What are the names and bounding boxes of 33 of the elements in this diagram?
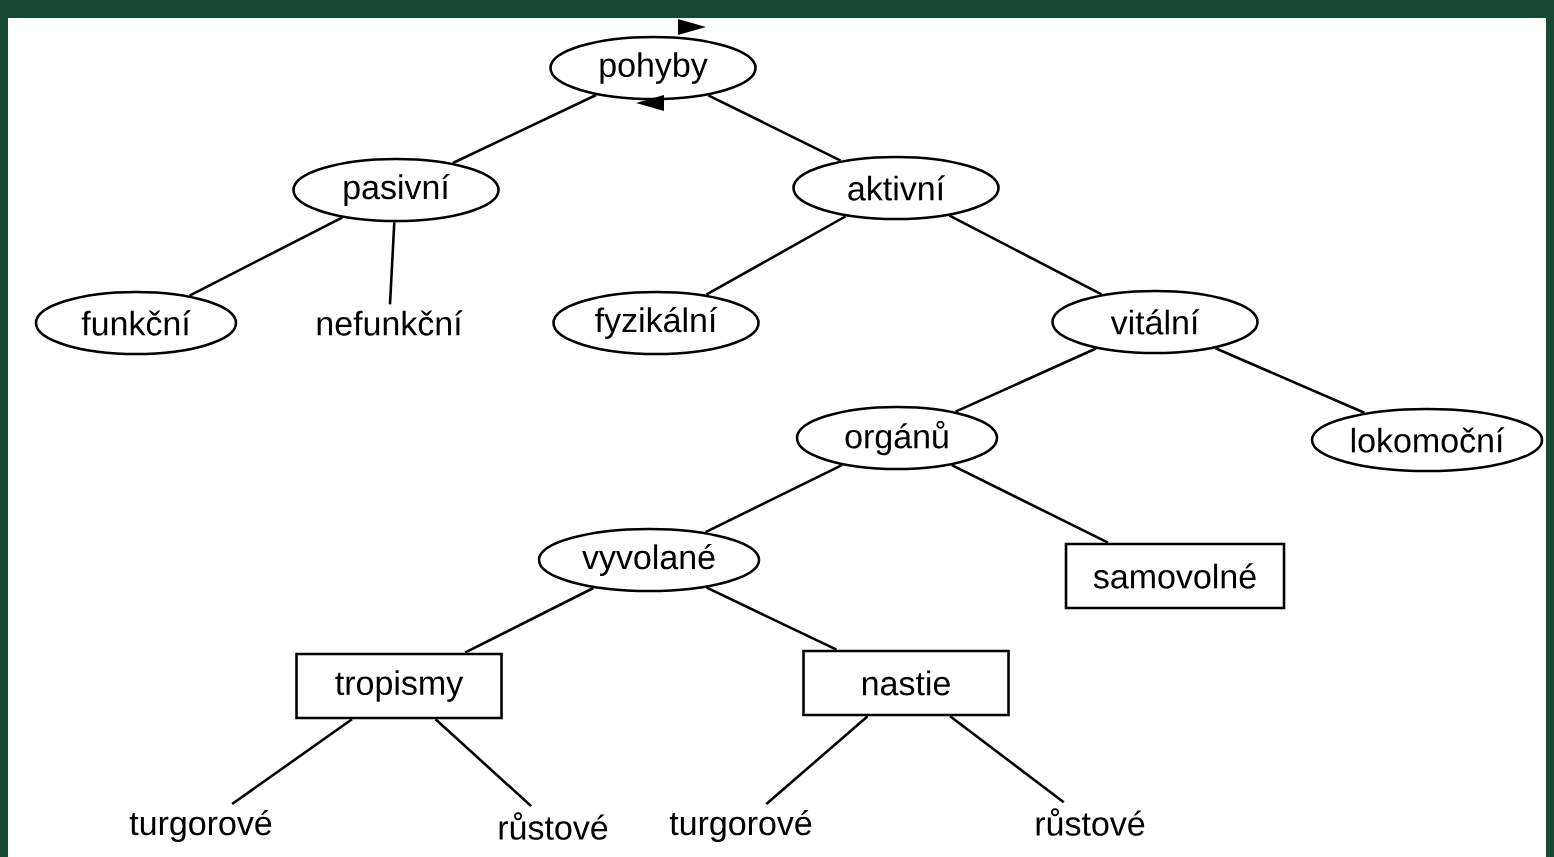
connector-line (452, 93, 597, 165)
ellipse-node: pasivní (292, 157, 500, 223)
ellipse-node: fyzikální (552, 290, 760, 356)
ellipse-node: lokomoční (1310, 407, 1544, 473)
ellipse-node: orgánů (795, 405, 999, 471)
ellipse-node: funkční (34, 290, 238, 356)
node-text: růstové (1036, 808, 1145, 836)
connector-line (765, 715, 869, 805)
connector-line (948, 214, 1103, 296)
connector-line (705, 215, 847, 296)
ellipse-node: vyvolané (537, 527, 761, 593)
connector-line (949, 715, 1065, 804)
connector-line (1214, 347, 1365, 414)
connector-line (231, 718, 353, 806)
node-text: turgorové (669, 810, 812, 843)
connector-line (706, 586, 838, 651)
connector-line (707, 94, 842, 162)
connector-line (464, 586, 595, 654)
connector-line (189, 216, 343, 297)
node-text: růstové (499, 812, 608, 840)
connector-line (434, 718, 533, 808)
rectangle-node: nastie (802, 649, 1010, 717)
node-text: nefunkční (317, 310, 463, 336)
rectangle-node: tropismy (295, 652, 503, 720)
node-text: turgorové (129, 810, 272, 843)
ellipse-node: vitální (1051, 289, 1259, 355)
connector-line (704, 463, 843, 534)
connector-line (388, 222, 396, 305)
connector-line (951, 464, 1109, 544)
ellipse-node: pohyby (549, 35, 757, 101)
ellipse-node: aktivní (792, 155, 1000, 221)
rectangle-node: samovolné (1064, 542, 1286, 610)
connector-line (955, 347, 1097, 413)
